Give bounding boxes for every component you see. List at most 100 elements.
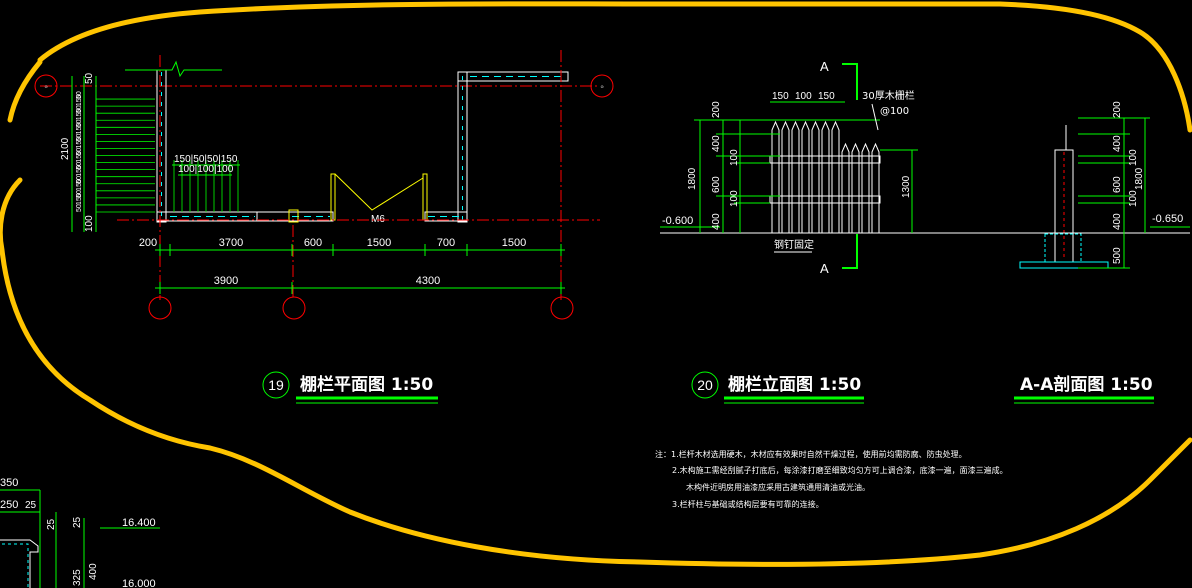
elevation-pickets <box>771 120 880 233</box>
note-line-1: 注：1.栏杆木材选用硬木，木材应有效果时自然干燥过程，使用前均需防腐、防虫处理。 <box>655 449 967 459</box>
plan-dim-3700: 3700 <box>219 237 243 249</box>
plan-gate-swing <box>334 173 424 211</box>
elev-top-dim-150b: 150 <box>818 91 835 102</box>
plan-fence-seg-4 <box>424 211 468 222</box>
elevation-picket <box>781 120 790 233</box>
elevation-picket <box>851 142 860 233</box>
sec-dim-500: 500 <box>1112 247 1123 264</box>
partial-level-16400: 16.400 <box>122 517 156 529</box>
axis-bubble-right: ⊙ <box>590 74 614 98</box>
elevation-title-circle <box>691 371 719 399</box>
plan-left-stack-dim: 50 <box>76 148 83 156</box>
highlight-stroke-left <box>7 59 43 123</box>
highlight-stroke-top <box>37 1 1192 133</box>
partial-cornice-hatch <box>2 543 29 588</box>
plan-left-stack-dim: 150 <box>76 137 83 149</box>
svg-text:⊙: ⊙ <box>44 84 47 89</box>
plan-left-stack-dim: 150 <box>76 108 83 120</box>
elevation-left-dims: 200 400 100 600 100 400 1800 <box>687 101 880 233</box>
plan-left-dims: 50 2100 100 5015050150501505015050150501… <box>60 72 155 232</box>
elevation-level: -0.600 <box>662 215 693 227</box>
plan-title-circle <box>262 371 290 399</box>
plan-left-stack-dim: 50 <box>76 134 83 142</box>
elevation-rail-top <box>769 155 881 164</box>
section-title-block: A-A剖面图 1:50 <box>1014 374 1154 404</box>
plan-title: 棚栏平面图 1:50 <box>300 374 433 395</box>
partial-dim-250: 250 <box>0 499 18 511</box>
section-base <box>1019 261 1109 269</box>
plan-break-line <box>125 60 222 78</box>
plan-left-total-dim: 2100 <box>60 137 71 160</box>
sec-dim-200: 200 <box>1112 101 1123 118</box>
elevation-picket <box>871 142 880 233</box>
svg-text:⊙: ⊙ <box>600 84 603 89</box>
elevation-title: 棚栏立面图 1:50 <box>728 374 861 395</box>
plan-left-stack-dim: 50 <box>76 105 83 113</box>
section-footing <box>1044 233 1082 263</box>
elev-leader-line <box>871 103 879 131</box>
elev-dim-100b: 100 <box>729 190 740 207</box>
elevation-rail-bottom <box>769 195 881 204</box>
elev-top-dim-100: 100 <box>795 91 812 102</box>
section-cut-top <box>842 63 858 100</box>
sec-dim-600: 600 <box>1112 176 1123 193</box>
elevation-section-mark-top: A <box>820 59 829 74</box>
notes-block: 注：1.栏杆木材选用硬木，木材应有效果时自然干燥过程，使用前均需防腐、防虫处理。… <box>655 449 1008 509</box>
axis-bubble-left: ⊙ <box>34 74 58 98</box>
plan-left-stack-dim: 50 <box>76 162 83 170</box>
plan-dim-600: 600 <box>304 237 322 249</box>
plan-left-top-dim: 50 <box>84 72 95 84</box>
elevation-view: A A -0.600 200 400 100 600 100 4 <box>660 59 1000 404</box>
partial-dim-25a: 25 <box>25 500 37 511</box>
note-line-2: 2.木构施工需经刮腻子打底后，每涂漆打磨至细致均匀方可上调合漆，底漆一遍，面漆三… <box>672 465 1008 475</box>
plan-left-stack-dim: 50 <box>76 91 83 99</box>
plan-left-stack-dim: 150 <box>76 165 83 177</box>
elev-top-dim-150a: 150 <box>772 91 789 102</box>
plan-left-stack-dim: 150 <box>76 94 83 106</box>
elev-rail-spacing: @100 <box>880 106 909 117</box>
axis-bubble-bottom-2 <box>282 296 306 320</box>
elevation-section-mark-bottom: A <box>820 261 829 276</box>
plan-inner-dims: 150|50|50|150 100|100|100 <box>172 154 240 212</box>
elev-dim-100a: 100 <box>729 149 740 166</box>
plan-inner-dims-a: 150|50|50|150 <box>174 154 238 165</box>
sec-dim-100b: 100 <box>1128 190 1139 207</box>
partial-dim-350: 350 <box>0 477 18 489</box>
sec-dim-400b: 400 <box>1112 213 1123 230</box>
partial-level-16000: 16.000 <box>122 578 156 588</box>
axis-bubble-bottom-3 <box>550 296 574 320</box>
plan-dim-3900: 3900 <box>214 275 238 287</box>
plan-dim-700: 700 <box>437 237 455 249</box>
plan-title-block: 19 棚栏平面图 1:50 <box>262 371 438 404</box>
plan-title-number: 19 <box>268 377 284 393</box>
elevation-picket <box>831 120 840 233</box>
section-title: A-A剖面图 1:50 <box>1020 374 1153 395</box>
plan-left-stack: 5015050150501505015050150501505015050150… <box>76 91 83 212</box>
partial-dim-25c: 25 <box>72 516 83 528</box>
plan-dim-4300: 4300 <box>416 275 440 287</box>
elev-dim-600: 600 <box>711 176 722 193</box>
partial-dim-400: 400 <box>88 563 99 580</box>
section-cut-bottom <box>842 234 858 269</box>
elevation-picket <box>841 142 850 233</box>
plan-dim-chain-bottom: 3900 4300 <box>155 275 565 294</box>
elevation-picket <box>791 120 800 233</box>
sec-dim-100a: 100 <box>1128 149 1139 166</box>
partial-dim-325: 325 <box>72 569 83 586</box>
elev-rail-note: 30厚木栅栏 <box>862 89 915 102</box>
elevation-picket <box>861 142 870 233</box>
elev-dim-1300: 1300 <box>901 175 912 198</box>
partial-cornice <box>0 539 39 588</box>
plan-post-1 <box>288 209 299 223</box>
plan-wall-top-right <box>457 71 569 82</box>
plan-left-stack-dim: 150 <box>76 151 83 163</box>
plan-left-stack-dim: 150 <box>76 123 83 135</box>
plan-inner-dims-b: 100|100|100 <box>178 164 234 175</box>
elev-dim-1800: 1800 <box>687 167 698 190</box>
plan-left-stack-dim: 50 <box>76 119 83 127</box>
partial-detail: 350 250 25 25 25 325 400 16.400 16.000 <box>0 477 160 588</box>
elev-bolt-note: 钢钉固定 <box>774 238 814 251</box>
elev-dim-400a: 400 <box>711 135 722 152</box>
axis-bubble-bottom-1 <box>148 296 172 320</box>
